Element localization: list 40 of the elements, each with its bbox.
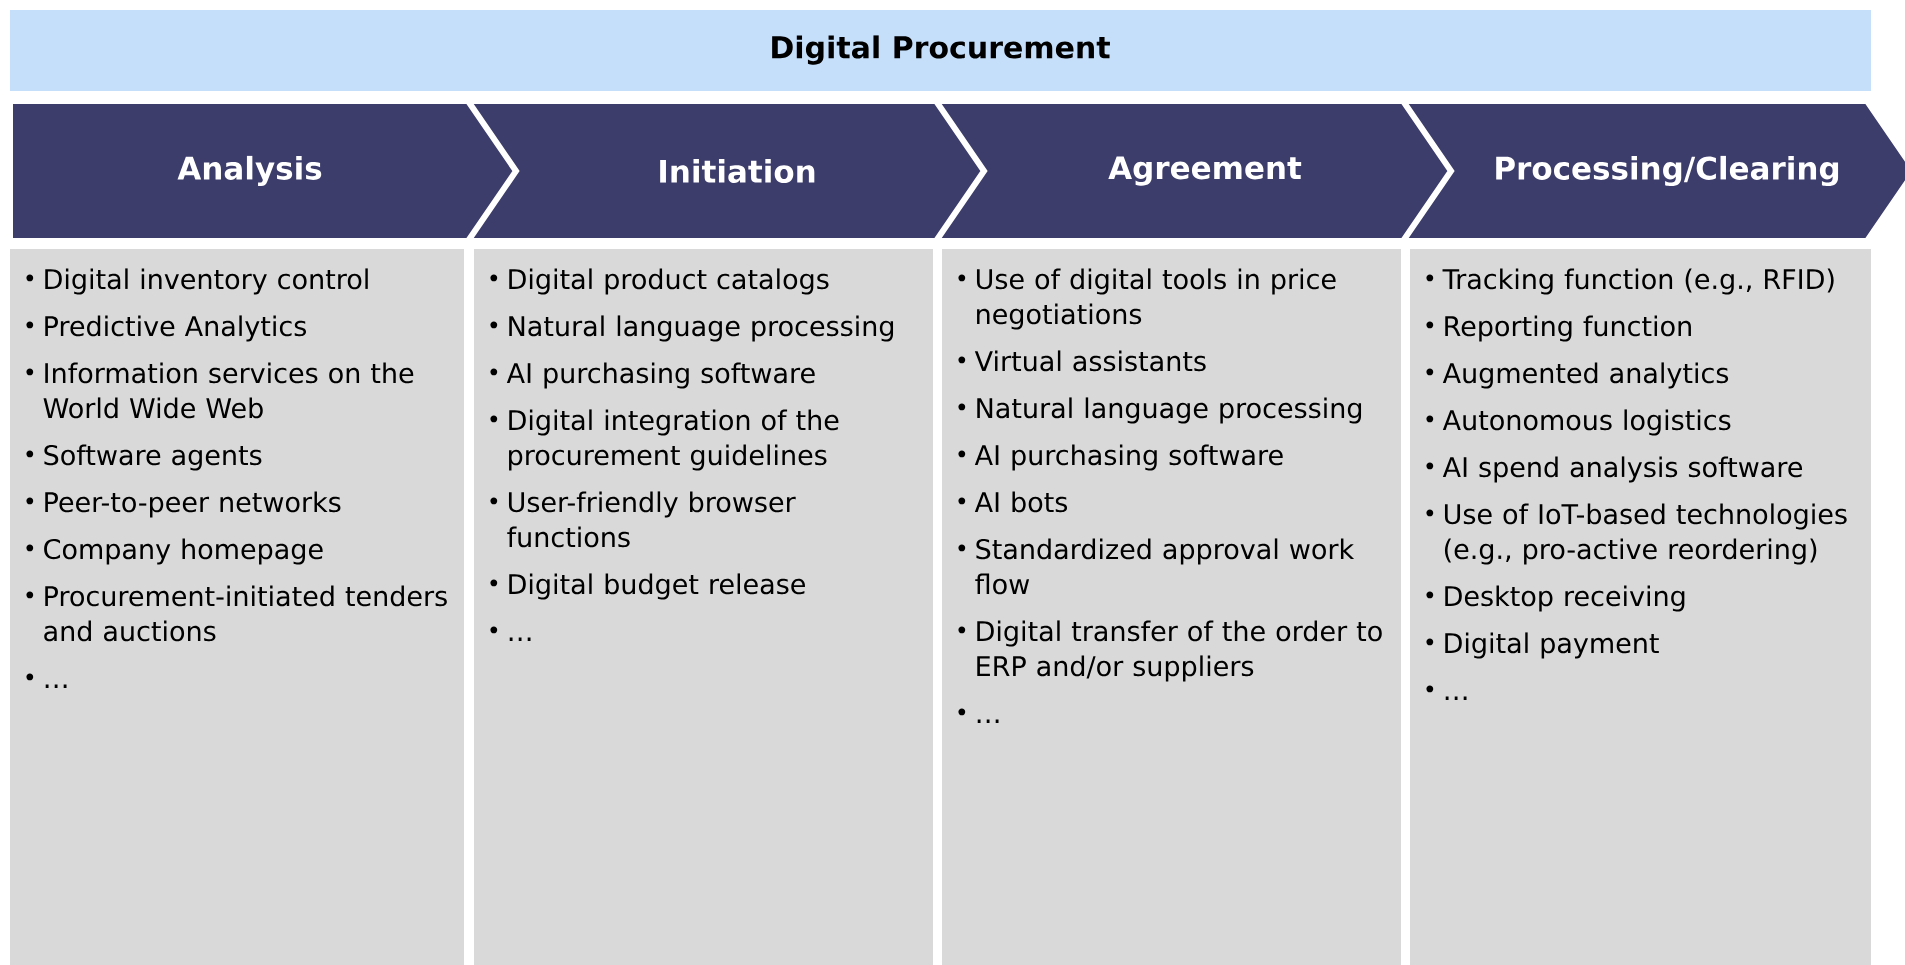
bullet-item: … [1426, 685, 1467, 700]
list-panel [942, 249, 1401, 965]
bullet-item: Standardized approval work flow [958, 538, 1355, 595]
bullet-item: Digital budget release [490, 573, 805, 600]
bullet-item: … [26, 673, 67, 688]
bullet-item: Digital payment [1426, 632, 1659, 659]
bullet-item: Procurement-initiated tenders and auctions [26, 585, 447, 642]
list-panel [474, 249, 933, 965]
bullet-item: Information services on the World Wide Web [26, 362, 414, 419]
title-band: Digital Procurement [10, 10, 1871, 91]
chevron-step: Analysis [7, 98, 526, 244]
bullet-item: Tracking function (e.g., RFID) [1426, 268, 1834, 295]
bullet-item: Desktop receiving [1426, 585, 1685, 612]
node-label: Processing/Clearing [1496, 155, 1839, 187]
bullet-item: Company homepage [26, 538, 323, 565]
bullet-item: AI purchasing software [958, 444, 1283, 471]
bullet-item: … [490, 626, 531, 641]
bullet-item: Use of digital tools in price negotiations [958, 268, 1336, 330]
bullet-item: Autonomous logistics [1426, 409, 1731, 436]
bullet-item: Augmented analytics [1426, 362, 1729, 389]
list-panel [1410, 249, 1871, 965]
bullet-item: Digital product catalogs [490, 268, 829, 295]
bullet-item: Digital transfer of the order to ERP and/or suppliers [958, 620, 1382, 682]
bullet-item: User-friendly browser functions [490, 491, 796, 548]
bullet-item: Digital inventory control [26, 268, 368, 295]
bullet-item: Reporting function [1426, 315, 1691, 342]
bullet-item: AI purchasing software [490, 362, 815, 389]
bullet-item: Peer-to-peer networks [26, 491, 341, 518]
bullet-item: Virtual assistants [958, 350, 1206, 372]
bullet-item: Predictive Analytics [26, 315, 306, 342]
bullet-item: AI bots [958, 491, 1068, 513]
chevron-step: Processing/Clearing [1397, 98, 1905, 244]
bullet-item: Digital integration of the procurement guidelines [490, 409, 839, 471]
bullet-item: Natural language processing [958, 397, 1362, 424]
list-panel [10, 249, 464, 965]
bullet-item: AI spend analysis software [1426, 456, 1802, 483]
bullet-item: Natural language processing [490, 315, 894, 342]
bullet-item: Use of IoT-based technologies (e.g., pro-active reordering) [1426, 503, 1847, 565]
bullet-item: … [958, 708, 999, 723]
bullet-item: Software agents [26, 444, 262, 471]
